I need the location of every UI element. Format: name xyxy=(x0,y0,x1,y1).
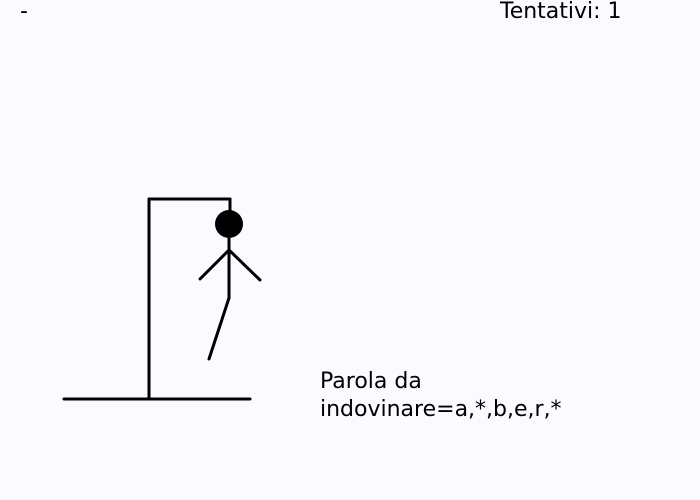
word-pattern: indovinare=a,*,b,e,r,* xyxy=(320,397,562,422)
status-indicator: - xyxy=(20,0,28,24)
word-label: Parola da xyxy=(320,369,422,394)
figure-left-arm xyxy=(198,248,231,281)
figure-right-arm xyxy=(227,248,262,282)
figure-left-leg xyxy=(207,296,231,361)
figure-head xyxy=(215,210,243,238)
word-to-guess: Parola da indovinare=a,*,b,e,r,* xyxy=(320,368,562,424)
attempts-counter: Tentativi: 1 xyxy=(500,0,622,24)
